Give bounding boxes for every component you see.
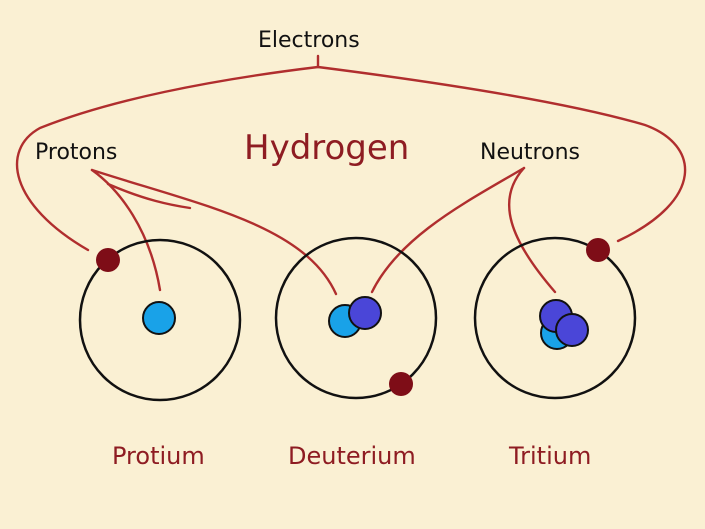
electrons-connector-right xyxy=(316,65,687,243)
deuterium-electron xyxy=(389,372,413,396)
protons-connector-tritium-hint xyxy=(106,182,192,210)
isotope-label-deuterium: Deuterium xyxy=(288,442,416,470)
tritium-neutron-2 xyxy=(555,313,589,347)
isotope-label-tritium: Tritium xyxy=(509,442,592,470)
diagram-title: Hydrogen xyxy=(244,128,410,168)
neutrons-connector-tritium xyxy=(508,166,557,294)
electrons-connector-left xyxy=(15,65,320,252)
isotope-label-protium: Protium xyxy=(112,442,205,470)
deuterium-atom xyxy=(274,236,438,400)
protium-atom xyxy=(78,238,242,402)
protons-connector-deuterium xyxy=(90,168,338,296)
neutrons-connector-deuterium xyxy=(370,166,526,294)
protons-label: Protons xyxy=(35,140,118,165)
protium-orbit xyxy=(78,238,242,402)
tritium-electron xyxy=(586,238,610,262)
neutrons-label: Neutrons xyxy=(480,140,580,165)
deuterium-orbit xyxy=(274,236,438,400)
tritium-atom xyxy=(473,236,637,400)
protium-proton xyxy=(142,301,176,335)
protium-electron xyxy=(96,248,120,272)
electrons-label: Electrons xyxy=(258,28,360,53)
deuterium-neutron xyxy=(348,296,382,330)
protons-connector-protium xyxy=(90,168,162,292)
tritium-orbit xyxy=(473,236,637,400)
